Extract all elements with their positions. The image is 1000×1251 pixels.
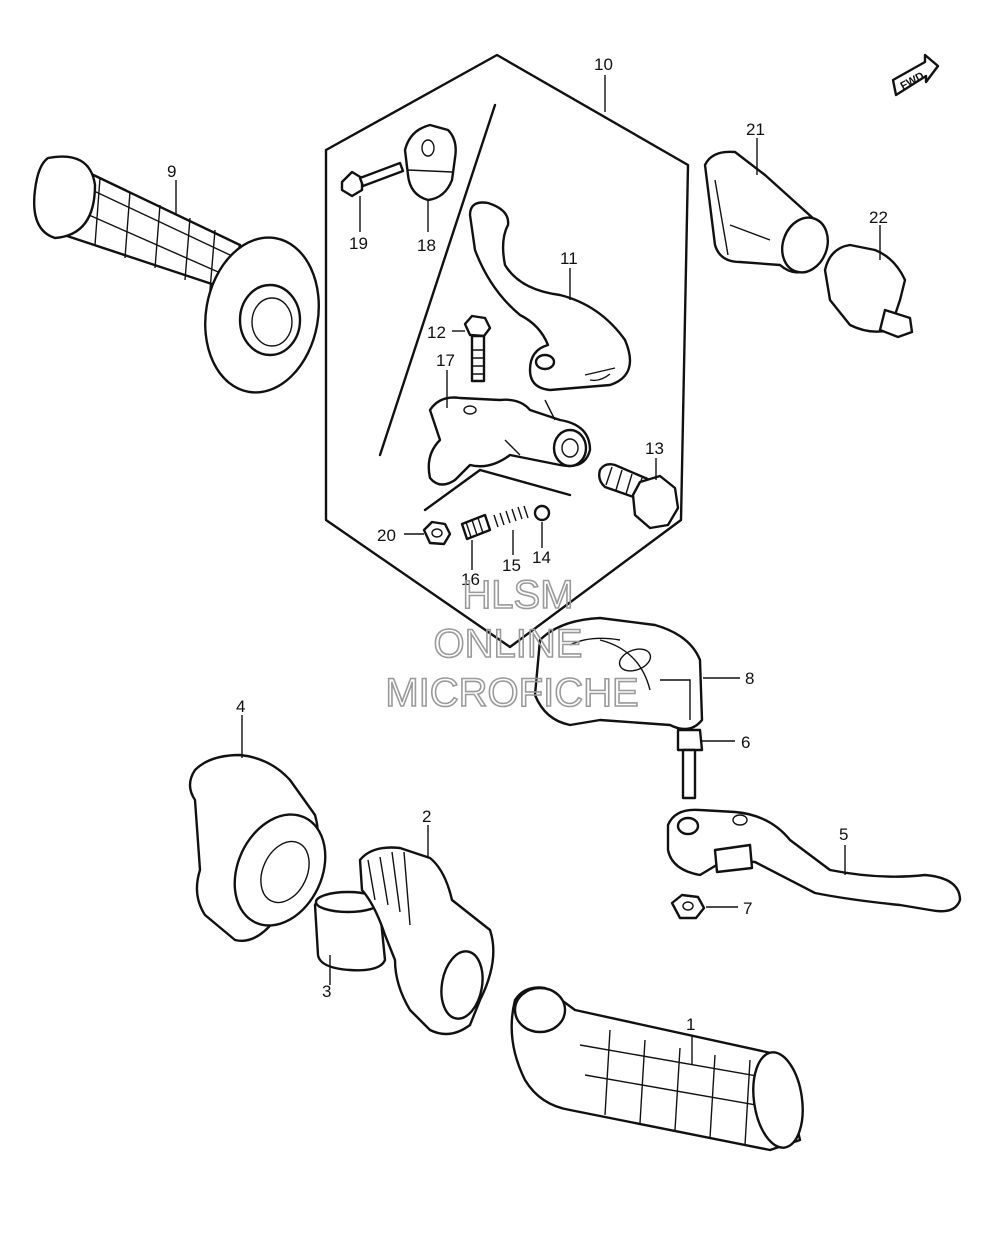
part-21-throttle-cover [703, 138, 829, 274]
callout-18: 18 [417, 236, 436, 255]
fwd-arrow-icon: FWD [891, 53, 940, 97]
callout-16: 16 [461, 570, 480, 589]
part-18-clamp [403, 123, 457, 232]
watermark-line-2: ONLINE [434, 622, 583, 666]
part-8-guard [533, 616, 740, 731]
part-4-housing [188, 715, 327, 942]
callout-21: 21 [746, 120, 765, 139]
callout-15: 15 [502, 556, 521, 575]
callout-4: 4 [236, 697, 245, 716]
callout-2: 2 [422, 807, 431, 826]
part-12-bolt [452, 314, 492, 383]
part-17-perch [427, 370, 592, 486]
callout-22: 22 [869, 208, 888, 227]
part-3-sleeve [313, 890, 387, 985]
callout-3: 3 [322, 982, 331, 1001]
part-13-adjuster [597, 458, 680, 530]
part-15-spring [493, 505, 529, 555]
callout-1: 1 [686, 1015, 695, 1034]
callout-19: 19 [349, 234, 368, 253]
callout-14: 14 [532, 548, 551, 567]
watermark-line-3: MICROFICHE [385, 671, 638, 715]
part-9-left-grip [33, 155, 320, 394]
part-2-cam [358, 825, 495, 1036]
part-20-nut [404, 520, 452, 546]
part-19-bolt [340, 161, 405, 232]
watermark-line-1: HLSM [462, 573, 573, 617]
part-7-nut [670, 893, 738, 920]
callout-9: 9 [167, 162, 176, 181]
part-1-right-grip [510, 986, 804, 1152]
callout-6: 6 [741, 733, 750, 752]
part-6-bolt [676, 728, 735, 800]
callout-17: 17 [436, 351, 455, 370]
callout-10: 10 [594, 55, 613, 74]
part-11-lever [468, 201, 632, 392]
assembly-frame-10 [324, 53, 690, 649]
part-14-ball [533, 504, 551, 548]
callout-13: 13 [645, 439, 664, 458]
part-5-lever [666, 808, 962, 913]
callout-11: 11 [560, 249, 578, 268]
callout-7: 7 [743, 899, 752, 918]
callout-5: 5 [839, 825, 848, 844]
assembly-inner-lines [378, 103, 572, 512]
watermark: HLSM ONLINE MICROFICHE [385, 572, 640, 716]
callout-20: 20 [377, 526, 396, 545]
callout-8: 8 [745, 669, 754, 688]
part-16-pin [460, 513, 492, 570]
part-22-adjuster [823, 225, 914, 339]
callout-12: 12 [427, 323, 446, 342]
